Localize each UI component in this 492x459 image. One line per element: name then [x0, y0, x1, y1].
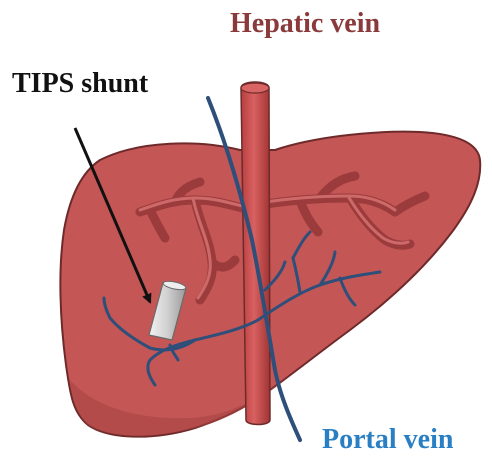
hepatic-vein-opening	[241, 83, 269, 93]
hepatic-vein-label: Hepatic vein	[230, 10, 380, 38]
tips-shunt-label: TIPS shunt	[12, 70, 148, 98]
portal-vein-label: Portal vein	[322, 426, 453, 454]
